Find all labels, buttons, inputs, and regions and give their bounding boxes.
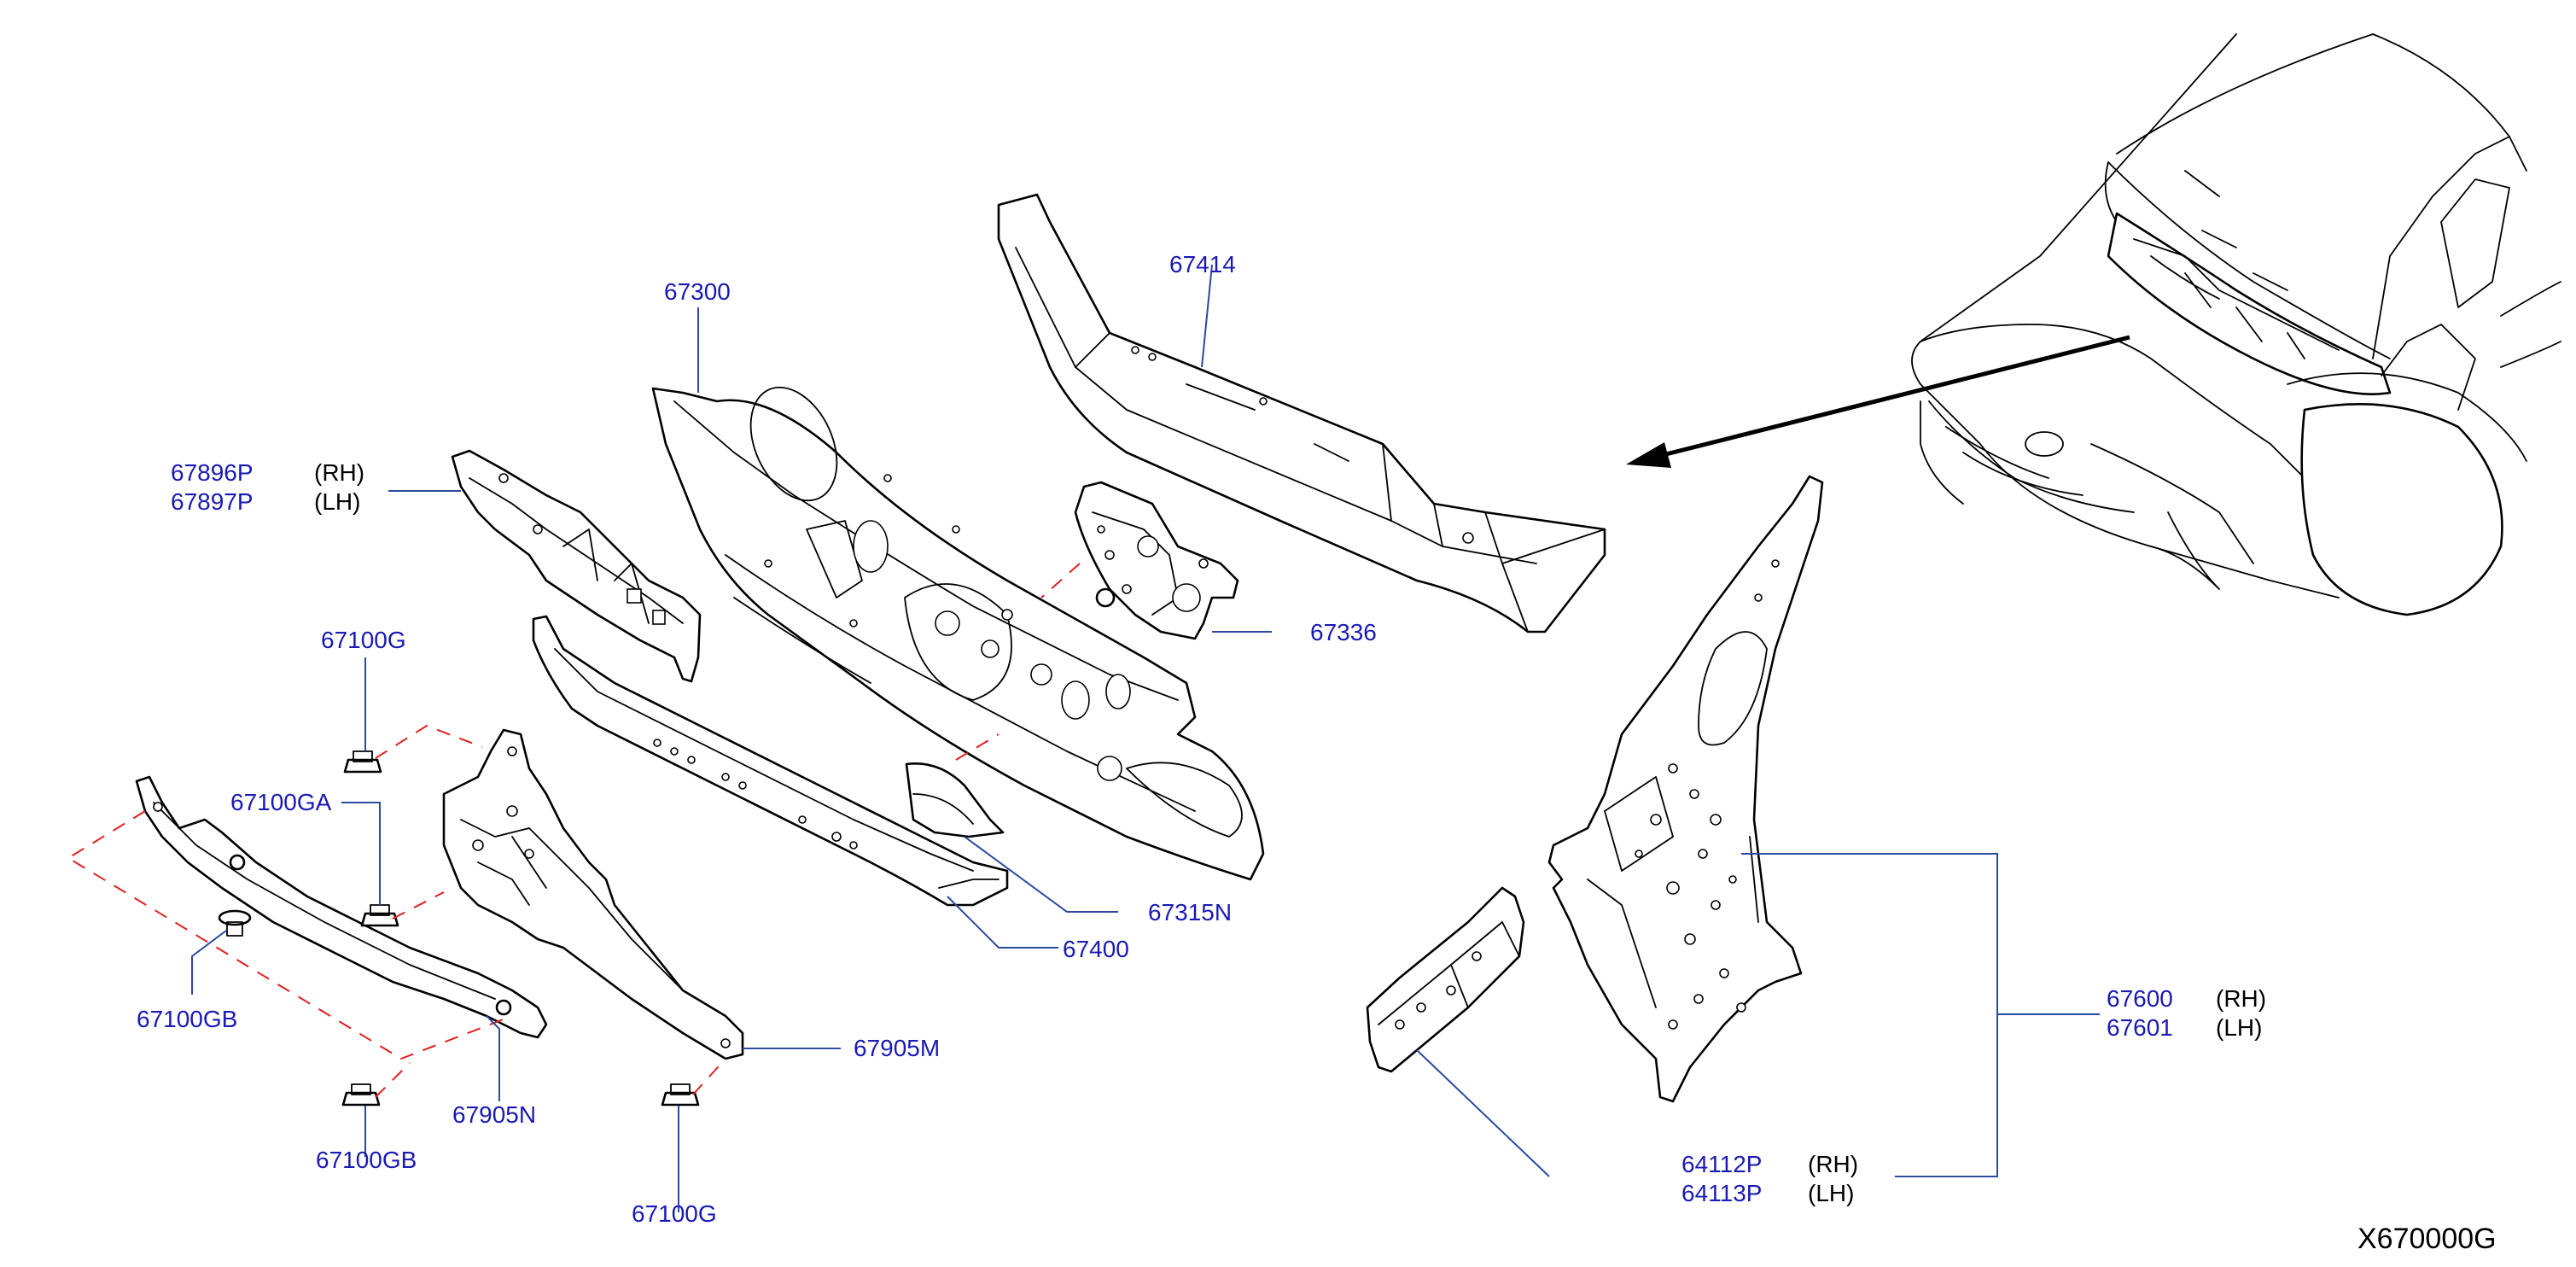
label-67601: 67601 [2107,1014,2173,1041]
label-64113P-side: (LH) [1808,1180,1855,1206]
clip-67100G-bottom-icon [661,1083,700,1106]
part-67315N-illustration [905,762,1005,838]
part-67336-illustration [1074,481,1239,640]
clip-67100GA-icon [360,904,399,927]
part-67414-illustration [997,193,1606,634]
label-67414: 67414 [1169,251,1236,277]
label-67100GB-bottom: 67100GB [316,1147,417,1173]
label-67336: 67336 [1310,619,1377,645]
label-67897P-side: (LH) [314,488,361,515]
label-67600: 67600 [2107,985,2173,1012]
arrow-head-icon [1626,442,1671,468]
part-67905N-illustration [135,775,548,1039]
label-67897P: 67897P [171,488,254,515]
label-67400: 67400 [1063,936,1129,962]
diagram-code: X670000G [2357,1223,2497,1255]
label-67896P-side: (RH) [314,459,365,486]
clip-67100G-top-icon [343,750,382,774]
label-64113P: 64113P [1681,1180,1763,1206]
label-67100G-top: 67100G [321,627,406,653]
label-67100GB-left: 67100GB [137,1006,238,1032]
label-64112P: 64112P [1681,1151,1763,1177]
location-arrow [1655,335,2130,459]
part-67300-illustration [651,386,1265,881]
label-64112P-side: (RH) [1808,1151,1859,1177]
part-67905M-illustration [442,728,744,1060]
label-67896P: 67896P [171,459,254,486]
alignment-guides [67,563,1081,1098]
part-67896P-illustration [451,449,702,683]
leader-lines [191,264,2100,1212]
part-67600-illustration [1547,475,1824,1103]
label-67600-side: (RH) [2216,985,2267,1012]
clip-67100GB-left-icon [218,909,252,937]
vehicle-inset-illustration [1911,33,2561,616]
part-67400-illustration [532,615,1009,907]
label-67601-side: (LH) [2216,1014,2263,1041]
label-67100GA: 67100GA [230,789,332,815]
label-67315N: 67315N [1148,899,1233,925]
label-67905N: 67905N [452,1101,537,1128]
label-67300: 67300 [664,278,731,305]
label-67905M: 67905M [854,1035,941,1061]
clip-67100GB-bottom-icon [341,1083,381,1106]
label-67100G-bottom: 67100G [632,1200,717,1227]
part-64112P-illustration [1366,886,1525,1073]
